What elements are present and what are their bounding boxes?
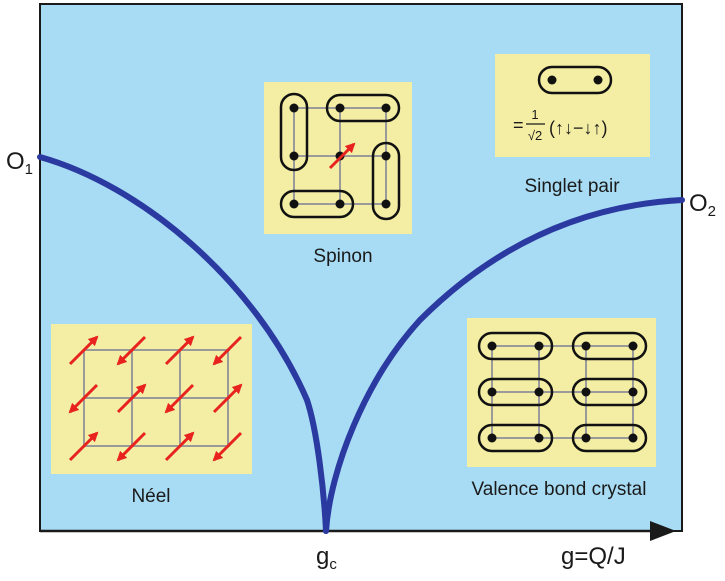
singlet-formula-body: (↑↓−↓↑)	[549, 118, 608, 138]
spin-up-arrow	[164, 335, 195, 366]
spin-up-arrow	[68, 431, 99, 462]
spinon-inset	[264, 82, 412, 234]
spin-up-arrow	[212, 383, 243, 414]
o2-label-main: O	[689, 190, 708, 217]
x-axis-arrowhead	[650, 521, 676, 541]
o2-label-sub: 2	[707, 203, 717, 220]
vbc-bonds	[477, 331, 648, 453]
singlet-caption: Singlet pair	[524, 176, 620, 197]
neel-spin-arrows	[68, 335, 243, 462]
phase-boundary-left	[37, 154, 329, 534]
singlet-bond	[571, 423, 648, 453]
x-axis-label: g=Q/J	[561, 543, 626, 570]
singlet-site	[593, 75, 603, 85]
singlet-bond-symbol	[537, 65, 613, 95]
vbc-sites	[487, 341, 638, 443]
spinon-sites	[289, 103, 391, 209]
singlet-site	[547, 75, 557, 85]
o1-label: O1	[6, 148, 33, 178]
singlet-formula-numerator: 1	[531, 107, 538, 122]
vbc-inset	[467, 318, 656, 467]
singlet-bond	[325, 93, 401, 123]
vbc-caption: Valence bond crystal	[472, 479, 647, 500]
gc-label-sub: c	[329, 556, 337, 573]
gc-label-main: g	[316, 543, 330, 570]
neel-caption: Néel	[131, 486, 170, 507]
o1-label-main: O	[6, 148, 25, 175]
phase-boundary-right	[323, 197, 685, 534]
o1-label-sub: 1	[24, 161, 34, 178]
spin-down-arrow	[212, 335, 243, 366]
singlet-inset-box	[495, 54, 650, 157]
spinon-caption: Spinon	[313, 246, 372, 267]
singlet-inset: = 1 √2 (↑↓−↓↑)	[495, 54, 650, 157]
unpaired-spin-arrow	[328, 142, 356, 170]
spin-down-arrow	[68, 383, 99, 414]
spin-down-arrow	[116, 431, 147, 462]
o2-label: O2	[689, 190, 716, 220]
singlet-bond	[279, 189, 355, 219]
spin-up-arrow	[68, 335, 99, 366]
spin-down-arrow	[116, 335, 147, 366]
singlet-bond	[279, 92, 309, 172]
singlet-formula-denominator: √2	[528, 128, 542, 143]
singlet-bond	[571, 331, 648, 361]
singlet-formula-equals: =	[513, 115, 524, 135]
gc-label: gc	[316, 543, 337, 573]
singlet-bond	[371, 141, 401, 221]
spin-up-arrow	[164, 431, 195, 462]
singlet-bond	[571, 377, 648, 407]
spin-down-arrow	[164, 383, 195, 414]
neel-inset	[51, 324, 252, 474]
spinon-bonds	[279, 92, 401, 221]
singlet-bond	[477, 331, 554, 361]
spin-down-arrow	[212, 431, 243, 462]
spin-up-arrow	[116, 383, 147, 414]
singlet-bond	[477, 423, 554, 453]
singlet-bond	[477, 377, 554, 407]
